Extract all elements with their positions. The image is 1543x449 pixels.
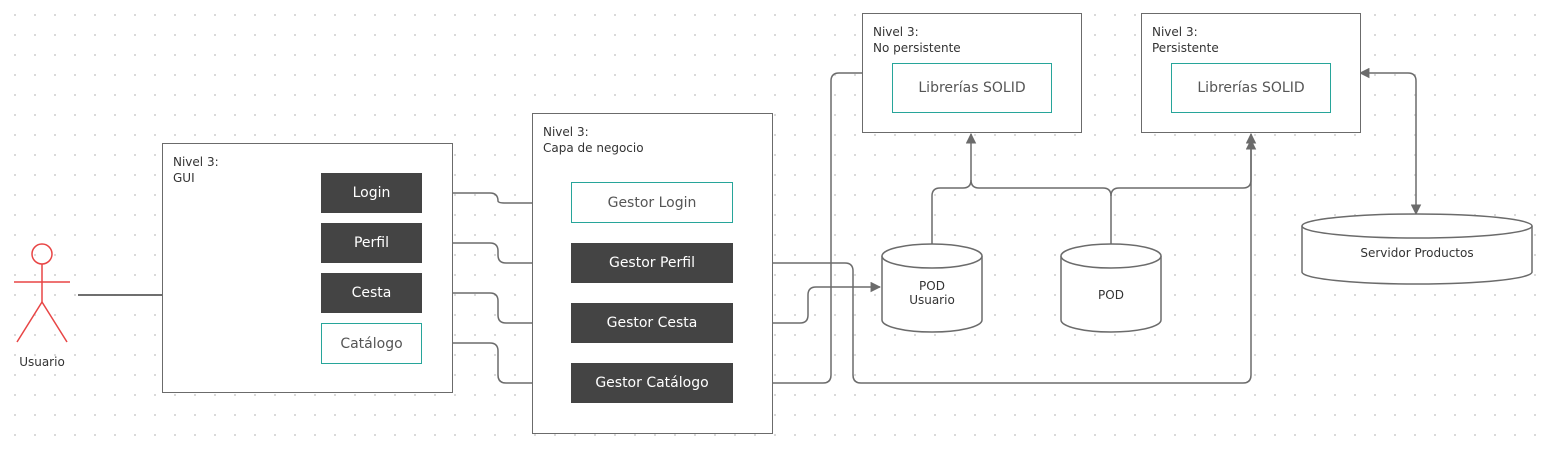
pod-cylinder	[1060, 256, 1162, 333]
connector-persistente-servidor	[1358, 67, 1422, 216]
connector-perfil-gestor	[422, 237, 571, 269]
gestor-perfil-box[interactable]: Gestor Perfil	[571, 243, 733, 283]
actor-figure	[14, 243, 70, 343]
negocio-caption: Nivel 3: Capa de negocio	[543, 125, 644, 155]
gui-caption: Nivel 3: GUI	[173, 155, 219, 185]
connector-catalogo-gestor	[424, 342, 571, 384]
servidor-productos-label: Servidor Productos	[1360, 246, 1474, 260]
persistente-caption: Nivel 3: Persistente	[1152, 25, 1219, 55]
pod-usuario-label: POD Usuario	[909, 279, 955, 307]
connector-cesta-pod	[733, 281, 882, 329]
gestor-login-box[interactable]: Gestor Login	[571, 182, 733, 223]
servidor-cylinder	[1301, 226, 1533, 285]
cesta-box[interactable]: Cesta	[321, 273, 422, 313]
catalogo-box[interactable]: Catálogo	[321, 323, 422, 364]
pod-label: POD	[1098, 288, 1124, 302]
pod-usuario-cylinder	[881, 256, 983, 333]
actor-label: Usuario	[19, 355, 65, 369]
gestor-catalogo-box[interactable]: Gestor Catálogo	[571, 363, 733, 403]
login-box[interactable]: Login	[321, 173, 422, 213]
perfil-box[interactable]: Perfil	[321, 223, 422, 263]
gestor-cesta-box[interactable]: Gestor Cesta	[571, 303, 733, 343]
connector-perfil-persistente	[733, 138, 1257, 384]
connector-cesta-gestor	[422, 287, 571, 329]
connector-podusuario-up	[931, 132, 977, 246]
libreria-solid-no-persistente[interactable]: Librerías SOLID	[892, 63, 1052, 113]
no-persistente-caption: Nivel 3: No persistente	[873, 25, 961, 55]
connector-pod-up	[970, 179, 1112, 246]
libreria-solid-persistente[interactable]: Librerías SOLID	[1171, 63, 1331, 113]
connector-login-gestor	[423, 192, 571, 209]
connector-catalogo-nopersistente	[733, 72, 862, 389]
